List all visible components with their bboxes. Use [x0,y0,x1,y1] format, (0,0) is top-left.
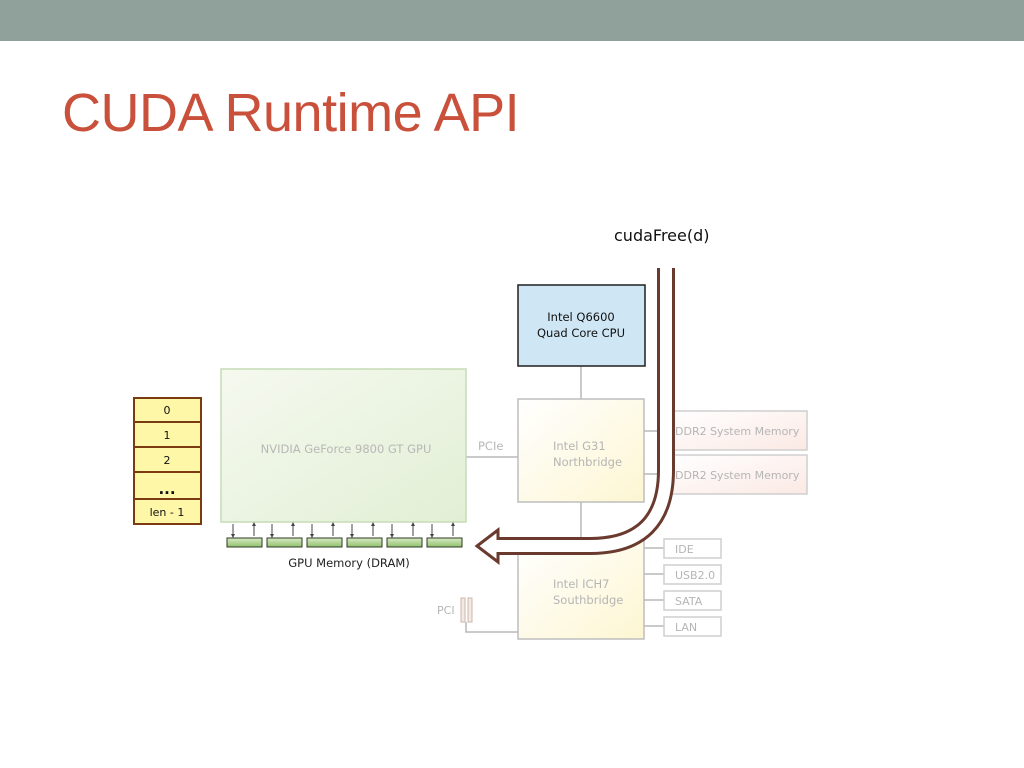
southbridge-ports [663,538,722,637]
gpu-label: NVIDIA GeForce 9800 GT GPU [261,442,432,456]
pci-label: PCI [437,604,455,617]
array-cell-ellipsis: ... [158,480,175,498]
port-label-usb: USB2.0 [675,569,715,582]
array-cell-last: len - 1 [150,506,185,519]
pcie-label: PCIe [478,439,503,453]
gpu-memory-label: GPU Memory (DRAM) [288,556,410,570]
northbridge-box [517,398,645,503]
array-cell-1: 1 [164,429,171,442]
array-cell-0: 0 [164,404,171,417]
northbridge-label-line2: Northbridge [553,455,622,469]
southbridge-label-line2: Southbridge [553,593,623,607]
cpu-label-line2: Quad Core CPU [537,326,625,340]
southbridge-label-line1: Intel ICH7 [553,577,610,591]
top-bar [0,0,1024,41]
port-label-lan: LAN [675,621,697,634]
call-label: cudaFree(d) [614,226,710,245]
port-label-sata: SATA [675,595,703,608]
pci-slots [460,597,473,623]
cpu-box [517,284,646,367]
system-memory-label-1: DDR2 System Memory [675,425,800,438]
system-memory-label-2: DDR2 System Memory [675,469,800,482]
array-cell-2: 2 [164,454,171,467]
gpu-box [220,368,467,523]
system-memory-box-1 [669,410,808,451]
slide-title: CUDA Runtime API [62,83,520,143]
host-array [133,397,202,525]
port-label-ide: IDE [675,543,694,556]
gpu-memory-chips [226,522,463,548]
memory-free-arrow [474,268,675,566]
cpu-label-line1: Intel Q6600 [547,310,614,324]
northbridge-label-line1: Intel G31 [553,439,606,453]
system-memory-box-2 [669,454,808,495]
